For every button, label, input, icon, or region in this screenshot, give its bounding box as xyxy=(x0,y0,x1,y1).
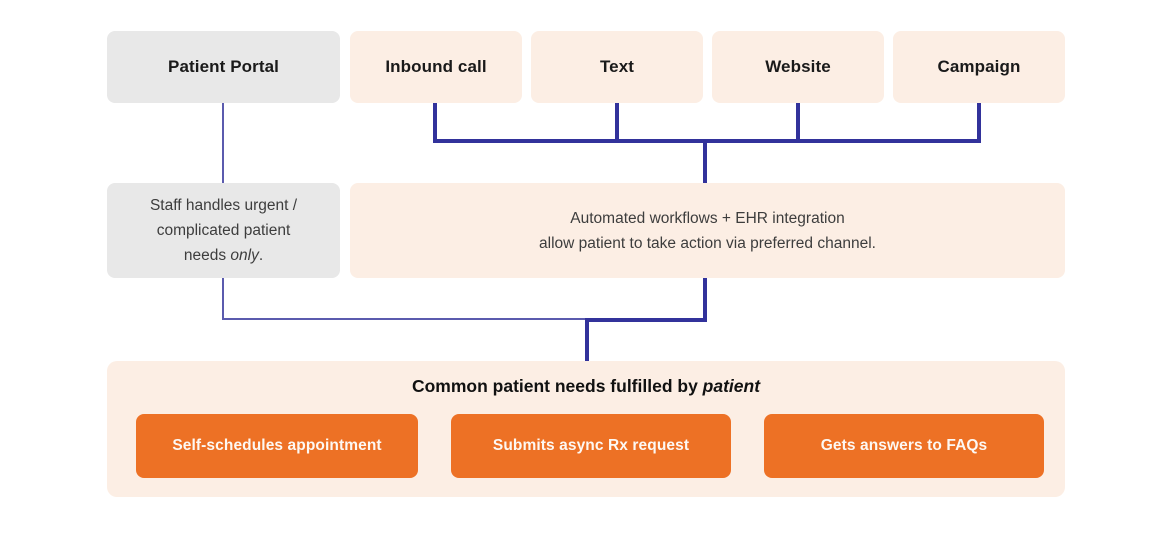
node-website-label: Website xyxy=(765,57,831,76)
staff-note-line2: complicated patient xyxy=(156,222,291,239)
node-campaign-label: Campaign xyxy=(937,57,1021,76)
action-faq-answers: Gets answers to FAQs xyxy=(764,414,1044,478)
automation-note-text: Automated workflows + EHR integration al… xyxy=(539,206,876,256)
action-async-rx: Submits async Rx request xyxy=(451,414,731,478)
node-text: Text xyxy=(531,31,703,103)
node-patient-portal-label: Patient Portal xyxy=(168,57,279,76)
common-needs-title-italic: patient xyxy=(702,376,761,396)
node-campaign: Campaign xyxy=(893,31,1065,103)
node-staff-note: Staff handles urgent / complicated patie… xyxy=(107,183,340,278)
connector-bus-to-automation xyxy=(703,139,707,183)
staff-note-line1: Staff handles urgent / xyxy=(149,197,298,214)
connector-inbound-call-drop xyxy=(433,103,437,143)
action-self-schedules-label: Self-schedules appointment xyxy=(172,437,382,454)
node-common-needs: Common patient needs fulfilled by patien… xyxy=(107,361,1065,497)
staff-note-line3-suffix: . xyxy=(258,247,264,264)
automation-note-line2: allow patient to take action via preferr… xyxy=(539,234,876,252)
connector-text-drop xyxy=(615,103,619,143)
node-patient-portal: Patient Portal xyxy=(107,31,340,103)
node-text-label: Text xyxy=(599,57,635,76)
automation-note-line1: Automated workflows + EHR integration xyxy=(570,209,845,227)
connector-merge-drop xyxy=(585,318,589,361)
connector-merge-horizontal xyxy=(585,318,707,322)
staff-note-text: Staff handles urgent / complicated patie… xyxy=(150,193,297,268)
node-inbound-call-label: Inbound call xyxy=(385,57,487,76)
connector-campaign-drop xyxy=(977,103,981,143)
common-needs-title-prefix: Common patient needs fulfilled by xyxy=(411,376,703,396)
node-website: Website xyxy=(712,31,884,103)
connector-website-drop xyxy=(796,103,800,143)
staff-note-line3-prefix: needs xyxy=(183,247,231,264)
action-self-schedules: Self-schedules appointment xyxy=(136,414,418,478)
connector-automation-drop xyxy=(703,278,707,322)
node-automation-note: Automated workflows + EHR integration al… xyxy=(350,183,1065,278)
common-needs-title: Common patient needs fulfilled by patien… xyxy=(107,376,1065,397)
connector-portal-horizontal xyxy=(222,318,587,320)
staff-note-line3-italic: only xyxy=(230,247,259,264)
connector-channels-bus xyxy=(433,139,981,143)
node-inbound-call: Inbound call xyxy=(350,31,522,103)
action-faq-answers-label: Gets answers to FAQs xyxy=(820,437,988,454)
action-async-rx-label: Submits async Rx request xyxy=(492,437,690,454)
